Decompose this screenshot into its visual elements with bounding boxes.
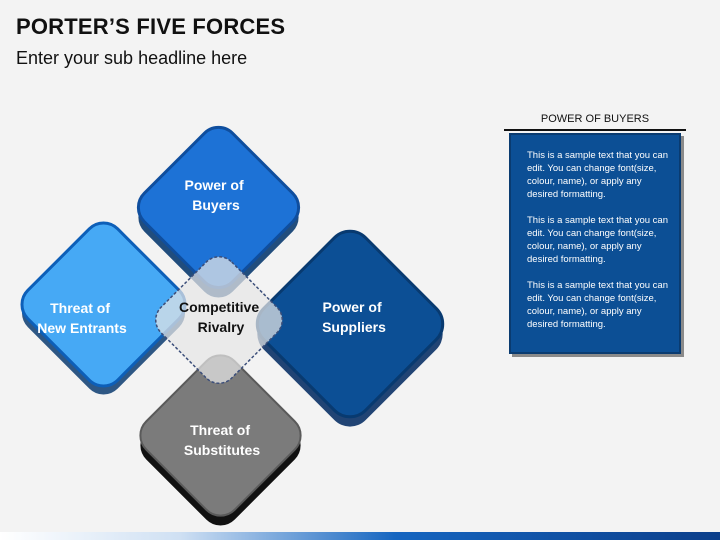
footer-gradient-bar	[0, 532, 720, 540]
label-new-entrants-line2: New Entrants	[37, 320, 127, 336]
force-buyers[interactable]	[130, 119, 307, 306]
label-substitutes-line2: Substitutes	[184, 442, 260, 458]
label-new-entrants: Threat of New Entrants	[37, 300, 127, 336]
slide-subtitle: Enter your sub headline here	[16, 48, 248, 68]
label-rivalry-line1: Competitive	[179, 299, 259, 315]
buyers-shape	[136, 125, 301, 290]
label-substitutes-line1: Threat of	[190, 422, 250, 438]
rivalry-shape	[154, 255, 284, 385]
label-new-entrants-line1: Threat of	[50, 300, 110, 316]
force-new-entrants[interactable]	[14, 215, 194, 403]
label-suppliers-line2: Suppliers	[322, 319, 386, 335]
slide-title: PORTER’S FIVE FORCES	[16, 14, 286, 39]
panel-paragraph: This is a sample text that you can edit.…	[527, 280, 668, 330]
force-substitutes[interactable]	[132, 347, 309, 534]
panel-paragraph: This is a sample text that you can edit.…	[527, 215, 668, 265]
new-entrants-shape	[20, 221, 187, 388]
label-substitutes: Threat of Substitutes	[184, 422, 260, 458]
label-rivalry: Competitive Rivalry	[179, 299, 263, 335]
substitutes-shape	[139, 354, 302, 517]
panel-paragraph: This is a sample text that you can edit.…	[527, 150, 668, 200]
label-buyers: Power of Buyers	[184, 177, 247, 213]
panel-divider	[504, 129, 686, 131]
label-buyers-line2: Buyers	[192, 197, 240, 213]
force-rivalry[interactable]	[148, 249, 289, 390]
description-panel[interactable]: This is a sample text that you can edit.…	[509, 133, 681, 354]
label-buyers-line1: Power of	[184, 177, 243, 193]
label-rivalry-line2: Rivalry	[198, 319, 245, 335]
label-suppliers-line1: Power of	[322, 299, 381, 315]
panel-header: POWER OF BUYERS	[540, 113, 650, 125]
suppliers-shape	[255, 229, 445, 419]
force-suppliers[interactable]	[248, 222, 452, 436]
label-suppliers: Power of Suppliers	[322, 299, 386, 335]
